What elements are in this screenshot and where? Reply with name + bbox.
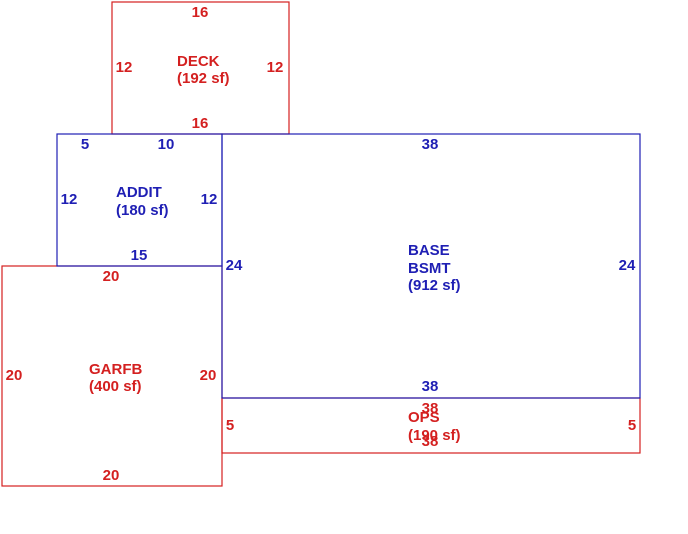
addit-dim-bottom: 15 [131,247,148,264]
base-dim-top: 38 [422,136,439,153]
garfb-dim-right: 20 [200,367,217,384]
base-dim-right: 24 [619,257,636,274]
deck-dim-bottom: 16 [192,115,209,132]
deck-label: DECK [177,53,220,70]
addit-dim-left: 12 [61,191,78,208]
base-dim-left: 24 [226,257,243,274]
base-area: (912 sf) [408,277,461,294]
garfb-label: GARFB [89,361,142,378]
ops-dim-right: 5 [628,417,636,434]
addit-dim-right: 12 [201,191,218,208]
garfb-area: (400 sf) [89,378,142,395]
deck-dim-left: 12 [116,59,133,76]
ops-label: OPS [408,409,440,426]
base-dim-bottom: 38 [422,378,439,395]
area-garfb: 20 20 20 20 GARFB (400 sf) [1,265,223,487]
garfb-dim-left: 20 [6,367,23,384]
base-outline [221,133,641,399]
addit-dim-top-left: 5 [81,136,89,153]
area-ops: 38 38 5 5 OPS (190 sf) [221,397,641,454]
base-label-line2: BSMT [408,260,451,277]
base-label-line1: BASE [408,242,450,259]
area-deck: 16 12 12 16 DECK (192 sf) [111,1,290,135]
ops-dim-left: 5 [226,417,234,434]
garfb-dim-bottom: 20 [103,467,120,484]
deck-dim-top: 16 [192,4,209,21]
ops-area: (190 sf) [408,427,461,444]
addit-area: (180 sf) [116,202,169,219]
ops-dim-bottom: 38 [422,433,439,450]
area-addit: 5 10 12 12 15 ADDIT (180 sf) [56,133,223,267]
deck-area: (192 sf) [177,70,230,87]
area-base-bsmt: 38 24 24 38 BASE BSMT (912 sf) [221,133,641,399]
addit-label: ADDIT [116,184,162,201]
ops-dim-top: 38 [422,400,439,417]
deck-dim-right: 12 [267,59,284,76]
garfb-dim-top: 20 [103,268,120,285]
addit-dim-top: 10 [158,136,175,153]
